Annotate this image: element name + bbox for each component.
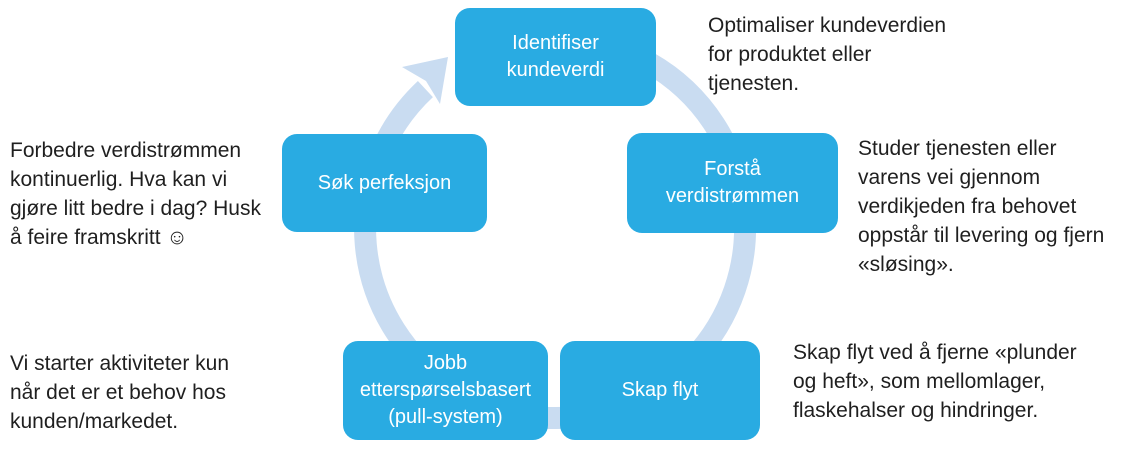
node-label: Skap flyt xyxy=(621,379,699,401)
node-sok-perfeksjon: Søk perfeksjon xyxy=(282,134,487,232)
node-label: Forstå verdistrømmen xyxy=(665,158,800,207)
node-forsta-verdistrommen: Forstå verdistrømmen xyxy=(627,133,838,233)
node-skap-flyt: Skap flyt xyxy=(560,341,760,440)
annotation-identifiser-kundeverdi: Optimaliser kundeverdien for produktet e… xyxy=(708,14,947,95)
annotation-forsta-verdistrommen: Studer tjenesten eller varens vei gjenno… xyxy=(858,137,1105,276)
node-label: Identifiser kundeverdi xyxy=(506,32,605,81)
annotation-jobb-ettersporselsbasert: Vi starter aktiviteter kun når det er et… xyxy=(10,352,230,433)
cycle-arrowhead-icon xyxy=(402,57,448,104)
annotation-skap-flyt: Skap flyt ved å fjerne «plunder og heft»… xyxy=(793,341,1077,422)
node-label: Jobb etterspørselsbasert (pull-system) xyxy=(359,352,532,428)
node-label: Søk perfeksjon xyxy=(317,171,452,194)
node-jobb-ettersporselsbasert: Jobb etterspørselsbasert (pull-system) xyxy=(343,341,548,440)
annotation-sok-perfeksjon: Forbedre verdistrømmen kontinuerlig. Hva… xyxy=(10,139,261,249)
node-identifiser-kundeverdi: Identifiser kundeverdi xyxy=(455,8,656,106)
